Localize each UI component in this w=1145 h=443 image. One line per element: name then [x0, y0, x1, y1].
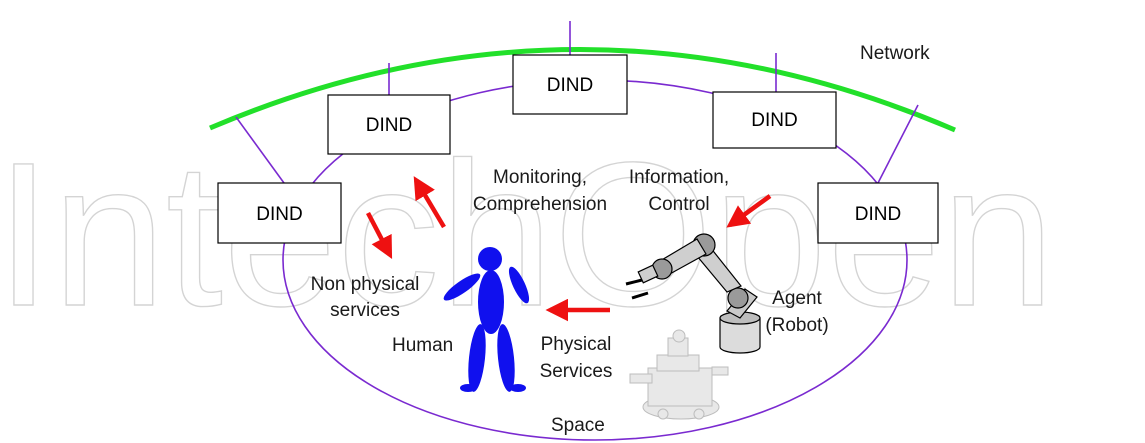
robot-arm-icon — [625, 233, 761, 354]
dind-node-upper-left: DIND — [327, 94, 451, 155]
dind-node-left: DIND — [217, 182, 342, 244]
monitoring-label-line2: Comprehension — [473, 194, 607, 215]
information-label-line2: Control — [648, 194, 709, 215]
human-label: Human — [392, 335, 453, 356]
dind-node-top-label: DIND — [547, 75, 593, 96]
human-figure — [443, 247, 530, 392]
dind-node-upper-right: DIND — [712, 91, 837, 149]
flow-arrows — [366, 176, 772, 322]
network-arc — [209, 47, 956, 133]
space-label: Space — [551, 415, 605, 436]
dind-node-upper-left-label: DIND — [366, 115, 412, 136]
monitoring-arrow — [413, 176, 446, 229]
nonphysical-label-line1: Non physical — [311, 274, 420, 295]
dind-node-right: DIND — [817, 182, 939, 244]
dind-node-left-label: DIND — [256, 204, 302, 225]
information-label-line1: Information, — [629, 167, 729, 188]
nonphysical-label-line2: services — [330, 300, 400, 321]
nonphysical-arrow — [366, 211, 393, 259]
monitoring-label-line1: Monitoring, — [493, 167, 587, 188]
network-connectors — [235, 21, 919, 184]
dind-node-top: DIND — [512, 54, 628, 115]
dind-node-right-label: DIND — [855, 204, 901, 225]
mobile-robot-icon — [629, 329, 729, 420]
physical-label-line2: Services — [540, 361, 613, 382]
network-label: Network — [860, 43, 930, 64]
dind-node-upper-right-label: DIND — [751, 110, 797, 131]
agent-label-line2: (Robot) — [765, 315, 828, 336]
physical-label-line1: Physical — [541, 334, 612, 355]
agent-label-line1: Agent — [772, 288, 822, 309]
information-arrow — [726, 194, 772, 228]
